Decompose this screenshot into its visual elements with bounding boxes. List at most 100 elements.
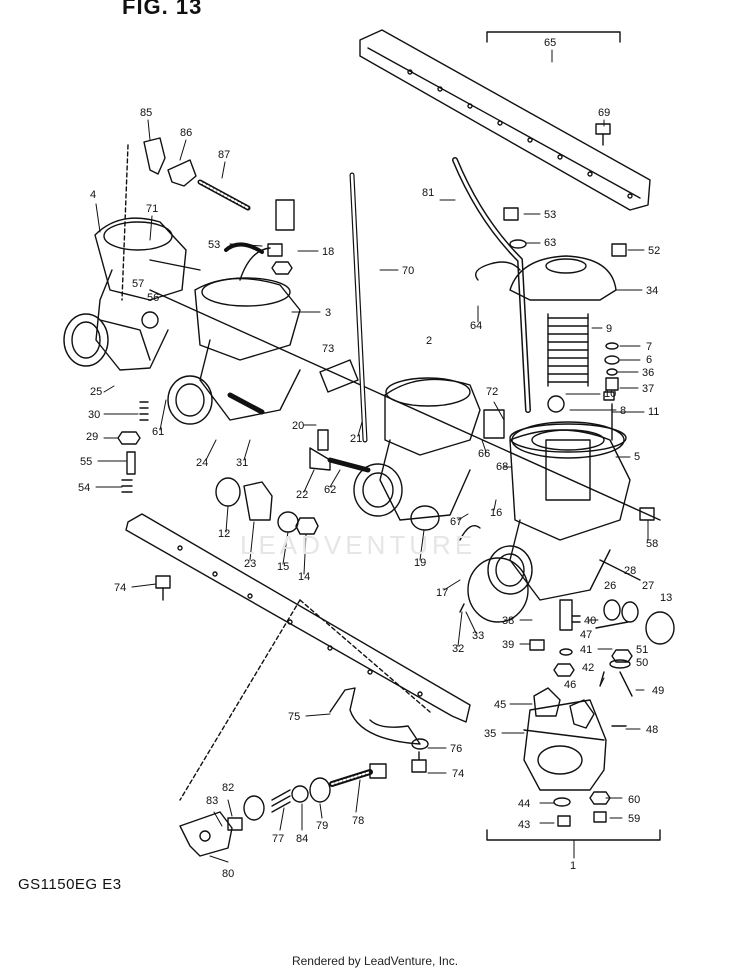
- part-label: 55: [80, 456, 92, 468]
- part-label: 7: [646, 341, 652, 353]
- part-label: 59: [628, 813, 640, 825]
- part-label: 18: [322, 246, 334, 258]
- part-label: 36: [642, 367, 654, 379]
- figure-title: FIG. 13: [122, 0, 203, 19]
- part-label: 25: [90, 386, 102, 398]
- bracket-80: [179, 795, 265, 857]
- part-label: 22: [296, 489, 308, 501]
- part-label: 30: [88, 409, 100, 421]
- part-label: 74: [114, 582, 126, 594]
- part-label: 42: [582, 662, 594, 674]
- part-label: 51: [636, 644, 648, 656]
- part-label: 40: [584, 615, 596, 627]
- carburetor-2: [327, 377, 481, 521]
- part-label: 13: [660, 592, 672, 604]
- part-label: 84: [296, 833, 308, 845]
- part-label: 28: [624, 565, 636, 577]
- part-label: 60: [628, 794, 640, 806]
- part-label: 45: [494, 699, 506, 711]
- part-label: 63: [544, 237, 556, 249]
- float-45: [533, 687, 595, 729]
- part-label: 73: [322, 343, 334, 355]
- part-label: 72: [486, 386, 498, 398]
- part-label: 38: [502, 615, 514, 627]
- part-label: 43: [518, 819, 530, 831]
- float-bowl-35: [523, 699, 607, 791]
- part-label: 57: [132, 278, 144, 290]
- part-label: 44: [518, 798, 530, 810]
- part-label: 19: [414, 557, 426, 569]
- part-label: 24: [196, 457, 208, 469]
- part-label: 50: [636, 657, 648, 669]
- part-label: 53: [208, 239, 220, 251]
- part-label: 33: [472, 630, 484, 642]
- leader-lines: [95, 49, 649, 863]
- part-label: 26: [604, 580, 616, 592]
- diaphragm-and-piston: [509, 423, 627, 501]
- small-parts-mid: [215, 429, 675, 697]
- part-label: 52: [648, 245, 660, 257]
- part-label: 49: [652, 685, 664, 697]
- part-label: 56: [147, 292, 159, 304]
- part-label: 66: [478, 448, 490, 460]
- part-label: 79: [316, 820, 328, 832]
- part-label: 4: [90, 189, 96, 201]
- part-label: 81: [422, 187, 434, 199]
- bolt-74-upper: [155, 575, 171, 601]
- part-label: 54: [78, 482, 90, 494]
- part-label: 9: [606, 323, 612, 335]
- part-label: 32: [452, 643, 464, 655]
- part-label: 1: [570, 860, 576, 872]
- part-label: 76: [450, 743, 462, 755]
- small-parts-left: [117, 199, 295, 493]
- explode-lines: [179, 599, 431, 801]
- bolt-69: [595, 123, 611, 146]
- part-label: 10: [604, 388, 616, 400]
- part-label: 46: [564, 679, 576, 691]
- part-label: 53: [544, 209, 556, 221]
- part-label: 21: [350, 433, 362, 445]
- linkage-rod: [149, 157, 661, 521]
- part-label: 31: [236, 457, 248, 469]
- part-label: 2: [426, 335, 432, 347]
- part-label: 15: [277, 561, 289, 573]
- part-label: 12: [218, 528, 230, 540]
- part-label: 71: [146, 203, 158, 215]
- spring-9: [547, 313, 589, 387]
- part-label: 67: [450, 516, 462, 528]
- part-label: 37: [642, 383, 654, 395]
- model-code: GS1150EG E3: [18, 876, 122, 893]
- part-label: 68: [496, 461, 508, 473]
- part-label: 27: [642, 580, 654, 592]
- part-label: 6: [646, 354, 652, 366]
- part-label: 17: [436, 587, 448, 599]
- bolt-74-lower: [411, 751, 427, 773]
- part-label: 85: [140, 107, 152, 119]
- part-label: 14: [298, 571, 310, 583]
- part-label: 20: [292, 420, 304, 432]
- part-label: 5: [634, 451, 640, 463]
- part-label: 83: [206, 795, 218, 807]
- carburetor-3: [167, 242, 301, 425]
- part-labels: 65 69 85 86 87 4 71 53 18 70 81 53 63 52…: [78, 37, 672, 880]
- part-label: 86: [180, 127, 192, 139]
- clip-75: [329, 687, 421, 745]
- carburetor-5: [487, 421, 641, 601]
- watermark: LEADVENTURE: [240, 530, 477, 560]
- small-parts-right: [319, 207, 627, 441]
- part-label: 47: [580, 629, 592, 641]
- part-label: 35: [484, 728, 496, 740]
- part-label: 75: [288, 711, 300, 723]
- part-label: 74: [452, 768, 464, 780]
- part-label: 78: [352, 815, 364, 827]
- part-label: 70: [402, 265, 414, 277]
- part-label: 29: [86, 431, 98, 443]
- part-label: 48: [646, 724, 658, 736]
- part-label: 64: [470, 320, 482, 332]
- part-label: 3: [325, 307, 331, 319]
- part-label: 8: [620, 405, 626, 417]
- screw-parts: [271, 763, 387, 813]
- part-label: 77: [272, 833, 284, 845]
